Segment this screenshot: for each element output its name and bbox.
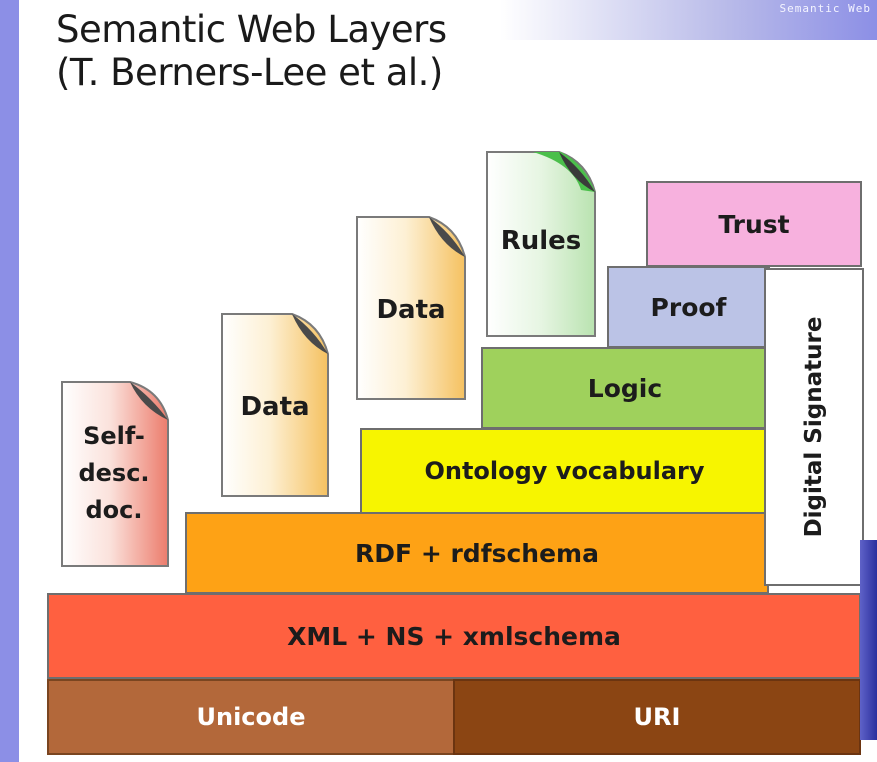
doc-self-desc (60, 380, 170, 570)
header-gradient-bar: Semantic Web (500, 0, 877, 40)
title-line-2: (T. Berners-Lee et al.) (56, 51, 443, 94)
layer-proof: Proof (607, 266, 770, 348)
doc-data-1: Data (220, 312, 330, 500)
layer-uri-label: URI (633, 703, 681, 731)
doc-data-2: Data (355, 215, 467, 403)
layer-xml: XML + NS + xmlschema (47, 593, 861, 679)
layer-unicode-label: Unicode (196, 703, 306, 731)
doc-data-1-label: Data (240, 392, 310, 422)
doc-data-1-shape (221, 313, 329, 497)
layer-trust-label: Trust (718, 209, 790, 239)
doc-rules-shape (486, 151, 596, 337)
layer-proof-label: Proof (650, 292, 727, 322)
page-title: Semantic Web Layers (T. Berners-Lee et a… (56, 8, 447, 94)
doc-self-desc-label: Self- desc. doc. (78, 422, 150, 524)
layer-digital-signature-label: Digital Signature (801, 316, 827, 538)
layer-digital-signature: Digital Signature (764, 268, 864, 586)
layer-rdf: RDF + rdfschema (185, 512, 769, 594)
frame-right-shadow (860, 540, 877, 740)
layer-ontology: Ontology vocabulary (360, 428, 769, 514)
layer-unicode: Unicode (47, 679, 455, 755)
layer-trust: Trust (646, 181, 862, 267)
doc-rules: Rules (485, 150, 597, 340)
doc-rules-label: Rules (500, 226, 582, 256)
layer-ontology-label: Ontology vocabulary (424, 457, 705, 485)
title-line-1: Semantic Web Layers (56, 8, 447, 51)
layer-xml-label: XML + NS + xmlschema (287, 621, 621, 651)
doc-self-desc-shape (61, 381, 169, 567)
layer-uri: URI (453, 679, 861, 755)
layer-rdf-label: RDF + rdfschema (355, 538, 599, 568)
layer-logic: Logic (481, 347, 769, 429)
doc-data-2-label: Data (376, 295, 446, 325)
doc-data-2-shape (356, 216, 466, 400)
layer-logic-label: Logic (587, 373, 663, 403)
